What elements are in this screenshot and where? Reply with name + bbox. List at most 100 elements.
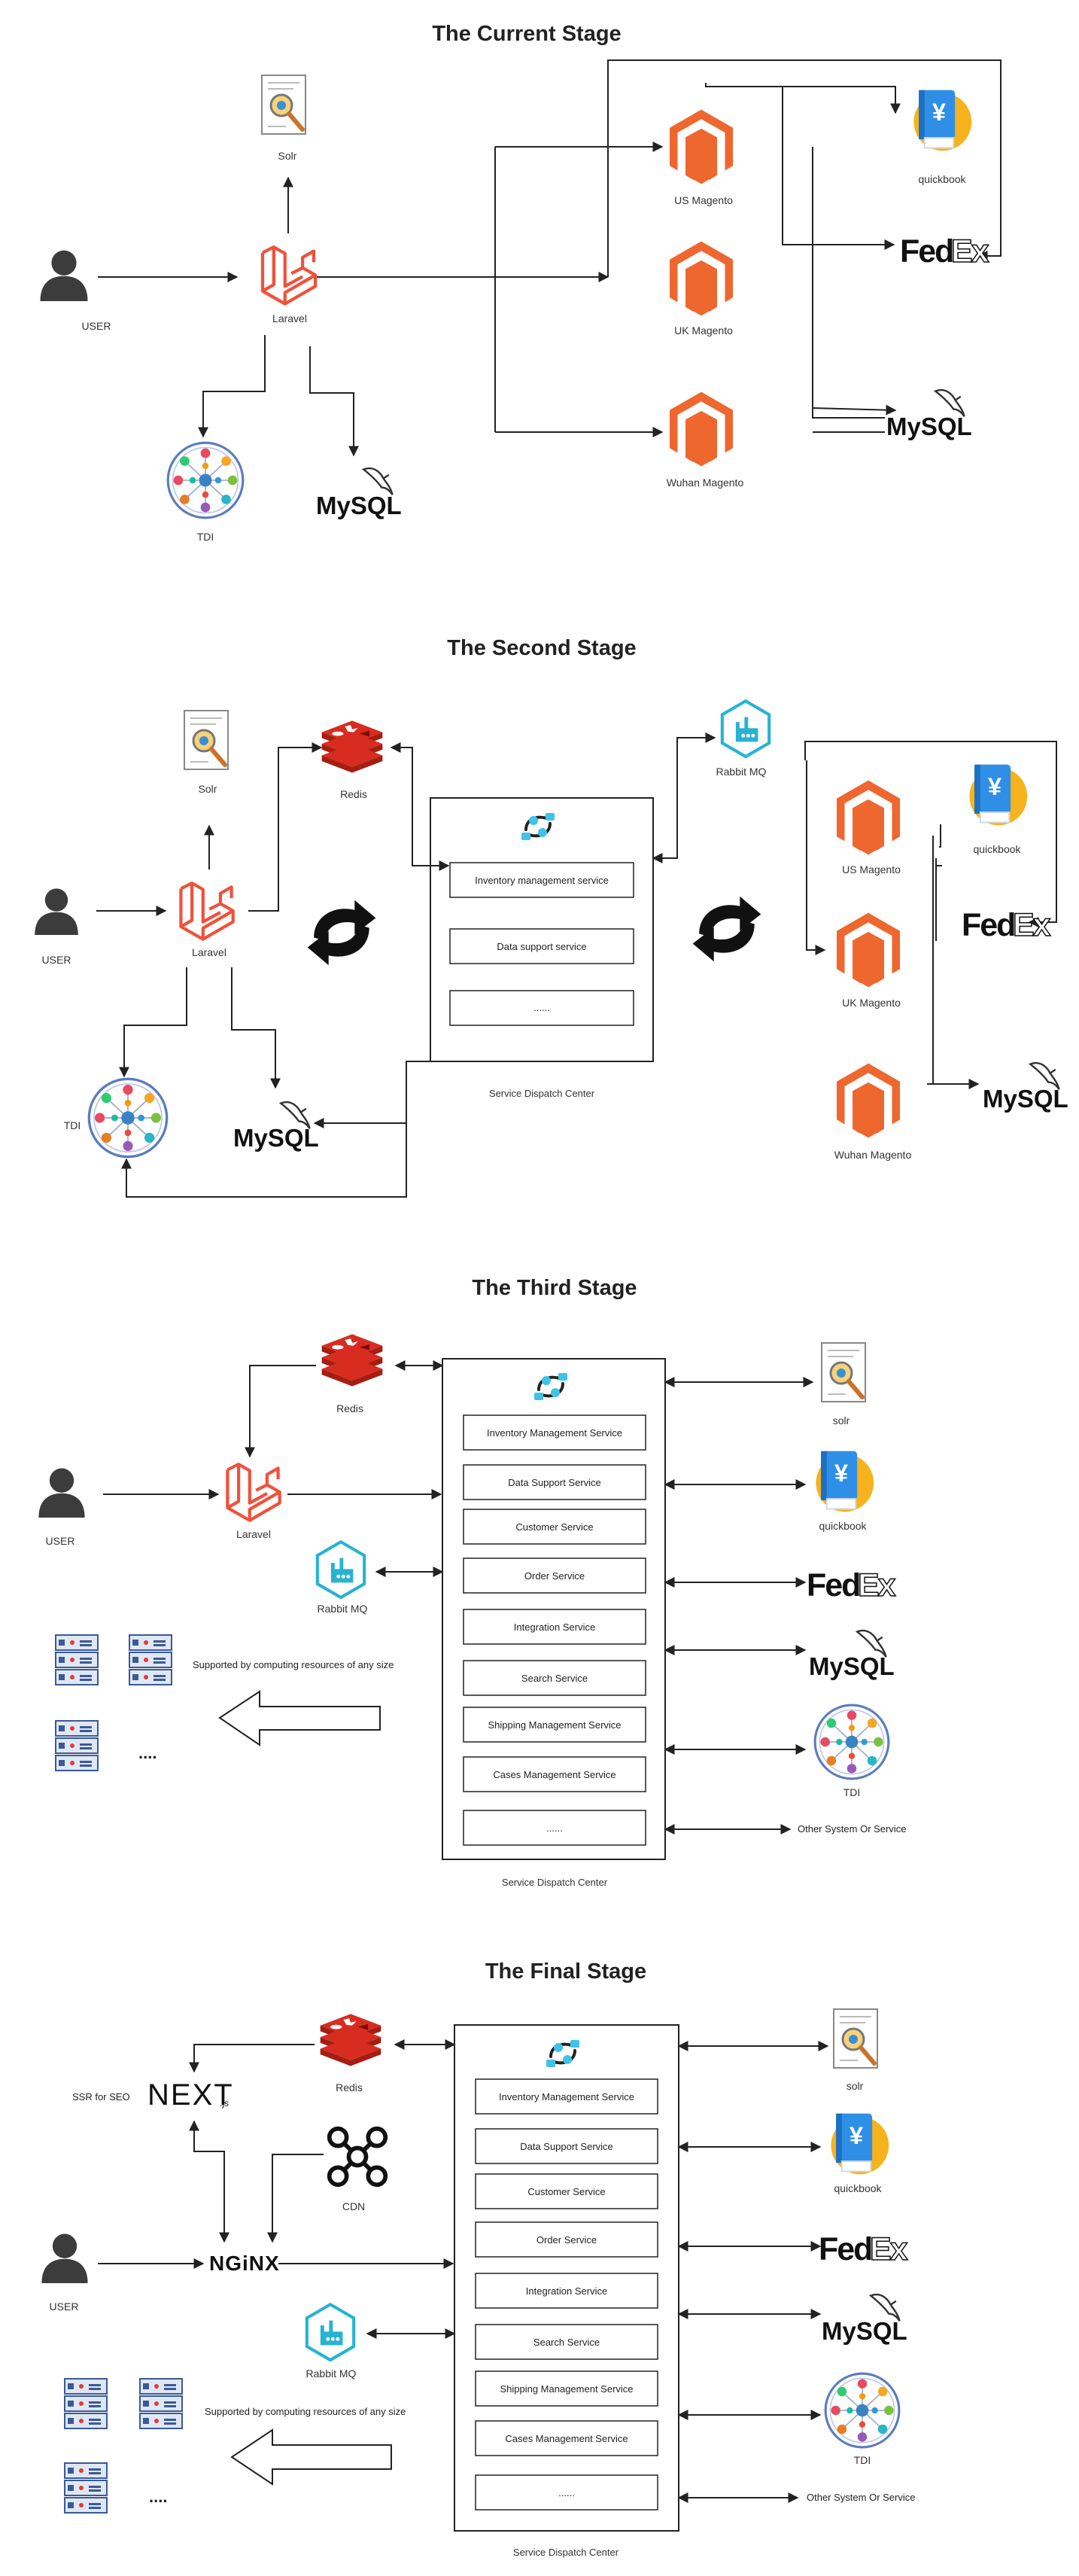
fedex-logo: Fed Ex	[962, 906, 1053, 944]
dispatch-icon	[520, 811, 556, 842]
dispatch-label: Service Dispatch Center	[513, 2547, 619, 2558]
stage-4-title: The Final Stage	[485, 1959, 646, 1984]
laravel-label: Laravel	[192, 946, 226, 958]
svg-text:Fed: Fed	[807, 1567, 859, 1603]
quickbook-icon	[815, 1450, 875, 1513]
svg-text:.js: .js	[220, 2098, 229, 2109]
service-item: Integration Service	[526, 2285, 607, 2297]
service-item: Search Service	[521, 1673, 588, 1684]
stage-2-title: The Second Stage	[447, 636, 636, 660]
mysql-logo-right: MySQL	[886, 388, 972, 440]
cdn-label: CDN	[342, 2200, 365, 2212]
stage-2: The Second Stage Inventory management se…	[35, 636, 1068, 1198]
redis-label: Redis	[336, 1402, 363, 1414]
svg-text:NGiNX: NGiNX	[209, 2252, 280, 2275]
server-icon	[63, 2462, 108, 2514]
laravel-icon	[227, 1464, 279, 1521]
service-box	[475, 2474, 658, 2511]
tdi-icon	[87, 1077, 169, 1159]
user-label: USER	[50, 2300, 79, 2313]
quickbook-icon	[830, 2112, 890, 2176]
service-box	[463, 1414, 646, 1451]
solr-icon	[822, 1343, 865, 1402]
solr-label: Solr	[278, 150, 297, 162]
user-label: USER	[46, 1535, 75, 1547]
service-item: Data support service	[497, 941, 586, 952]
solr-icon	[834, 2009, 877, 2068]
other-system-label: Other System Or Service	[807, 2492, 915, 2503]
tdi-icon	[813, 1704, 890, 1780]
uk-magento-label: UK Magento	[674, 324, 733, 336]
service-item: Customer Service	[527, 2186, 605, 2197]
quickbook-label: quickbook	[834, 2182, 882, 2194]
wuhan-magento-label: Wuhan Magento	[834, 1149, 912, 1161]
solr-label: solr	[846, 2080, 864, 2092]
redis-icon	[321, 720, 383, 773]
laravel-label: Laravel	[272, 312, 307, 324]
rabbitmq-icon	[318, 1542, 364, 1597]
svg-text:Fed: Fed	[962, 907, 1014, 943]
dispatch-center-box	[442, 1358, 666, 1860]
scale-arrow	[230, 2428, 392, 2486]
user-label: USER	[82, 320, 111, 332]
svg-text:Ex: Ex	[858, 1567, 896, 1603]
svg-text:MySQL: MySQL	[809, 1652, 895, 1680]
service-item: Search Service	[533, 2337, 600, 2348]
dispatch-label: Service Dispatch Center	[489, 1088, 595, 1099]
service-item: Customer Service	[515, 1521, 593, 1533]
supported-label: Supported by computing resources of any …	[193, 1659, 394, 1670]
fedex-logo: Fed Ex	[807, 1567, 898, 1604]
service-item: Shipping Management Service	[500, 2383, 633, 2395]
svg-text:MySQL: MySQL	[316, 492, 402, 519]
service-box	[463, 1810, 646, 1846]
service-box	[463, 1707, 646, 1743]
service-item: ......	[546, 1822, 563, 1834]
quickbook-label: quickbook	[819, 1520, 867, 1532]
svg-text:Ex: Ex	[870, 2231, 908, 2267]
mysql-logo: MySQL	[809, 1629, 895, 1680]
svg-text:Fed: Fed	[900, 233, 953, 269]
service-item: Data Support Service	[508, 1477, 601, 1488]
tdi-icon	[166, 441, 245, 519]
service-box	[463, 1609, 646, 1645]
service-box	[475, 2173, 658, 2209]
us-magento-icon	[670, 109, 733, 184]
wuhan-magento-label: Wuhan Magento	[667, 477, 744, 489]
tdi-icon	[824, 2372, 901, 2449]
stage-1-title: The Current Stage	[432, 22, 621, 46]
quickbook-icon	[913, 89, 973, 152]
service-item: Shipping Management Service	[488, 1719, 621, 1731]
mysql-logo: MySQL	[233, 1101, 319, 1152]
mysql-logo-right: MySQL	[983, 1061, 1068, 1113]
service-item: Order Service	[536, 2234, 597, 2246]
stage-1: The Current Stage USER Laravel Solr T	[40, 22, 1001, 543]
service-box	[475, 2221, 658, 2258]
quickbook-label: quickbook	[973, 843, 1021, 855]
service-list: Inventory management service Data suppor…	[449, 862, 634, 1026]
service-item: Inventory Management Service	[499, 2091, 634, 2103]
solr-icon	[262, 75, 305, 134]
service-box	[463, 1756, 646, 1792]
us-magento-label: US Magento	[674, 194, 733, 206]
server-icon	[138, 2377, 184, 2430]
fedex-logo: Fed Ex	[819, 2230, 910, 2268]
wuhan-magento-icon	[837, 1063, 900, 1138]
rabbitmq-icon	[722, 701, 769, 757]
laravel-icon	[181, 883, 233, 939]
wuhan-magento-icon	[670, 391, 733, 467]
uk-magento-icon	[837, 912, 900, 988]
uk-magento-label: UK Magento	[842, 997, 901, 1009]
fedex-logo: Fed Ex	[900, 233, 991, 270]
redis-icon	[321, 1334, 383, 1387]
stage-3: The Third Stage Service Dispatch Center …	[38, 1276, 906, 1888]
tdi-label: TDI	[843, 1786, 861, 1798]
service-item: ......	[533, 1002, 550, 1013]
server-icon	[54, 1719, 99, 1772]
nextjs-logo: NEXT .js	[147, 2078, 233, 2112]
service-box	[475, 2370, 658, 2407]
server-icon	[54, 1634, 99, 1686]
user-icon	[35, 888, 78, 935]
